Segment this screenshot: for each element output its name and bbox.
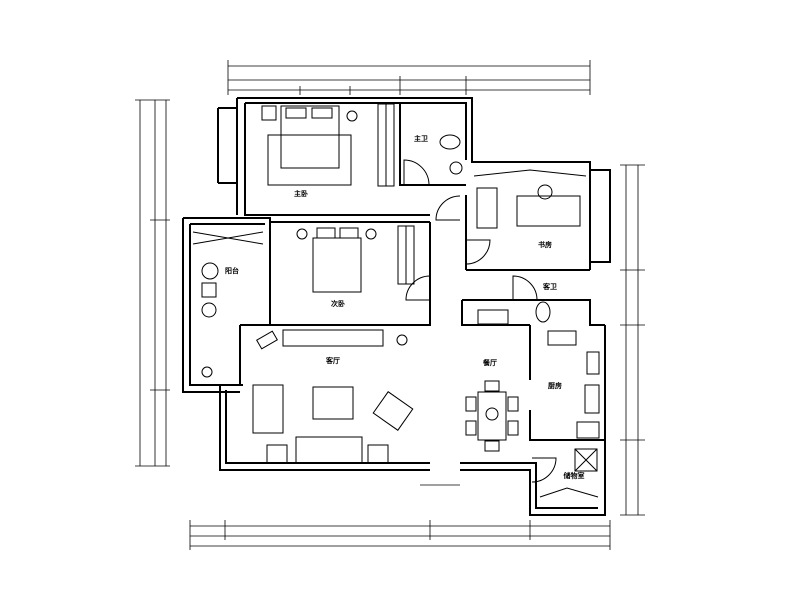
- room-label-living-room: 客厅: [325, 356, 340, 365]
- room-label-second-bedroom: 次卧: [331, 299, 345, 308]
- dimension-lines-bottom: [189, 484, 611, 550]
- dimension-lines-top: [227, 60, 591, 95]
- room-label-study: 书房: [538, 240, 552, 249]
- study-furniture: [473, 169, 587, 229]
- room-label-master-bedroom: 主卧: [294, 189, 308, 198]
- room-label-kitchen: 厨房: [548, 381, 562, 390]
- room-label-master-bath: 主卫: [414, 134, 428, 143]
- exterior-walls: [182, 97, 611, 516]
- room-label-dining-room: 餐厅: [482, 358, 497, 367]
- room-label-balcony: 阳台: [225, 266, 239, 275]
- room-label-guest-bath: 客卫: [542, 282, 557, 291]
- living-furniture: [192, 231, 414, 464]
- dining-table: [465, 380, 519, 452]
- wardrobe-second: [397, 225, 415, 285]
- dimension-lines-left: [135, 99, 170, 467]
- bath-fixtures: [439, 134, 551, 325]
- kitchen-fixtures: [539, 330, 600, 498]
- room-label-storage: 储物室: [563, 471, 585, 480]
- doors: [403, 159, 557, 483]
- wardrobe-master: [377, 103, 395, 187]
- dimension-lines-right: [620, 164, 645, 516]
- second-bed: [296, 227, 377, 293]
- master-bed: [261, 105, 358, 186]
